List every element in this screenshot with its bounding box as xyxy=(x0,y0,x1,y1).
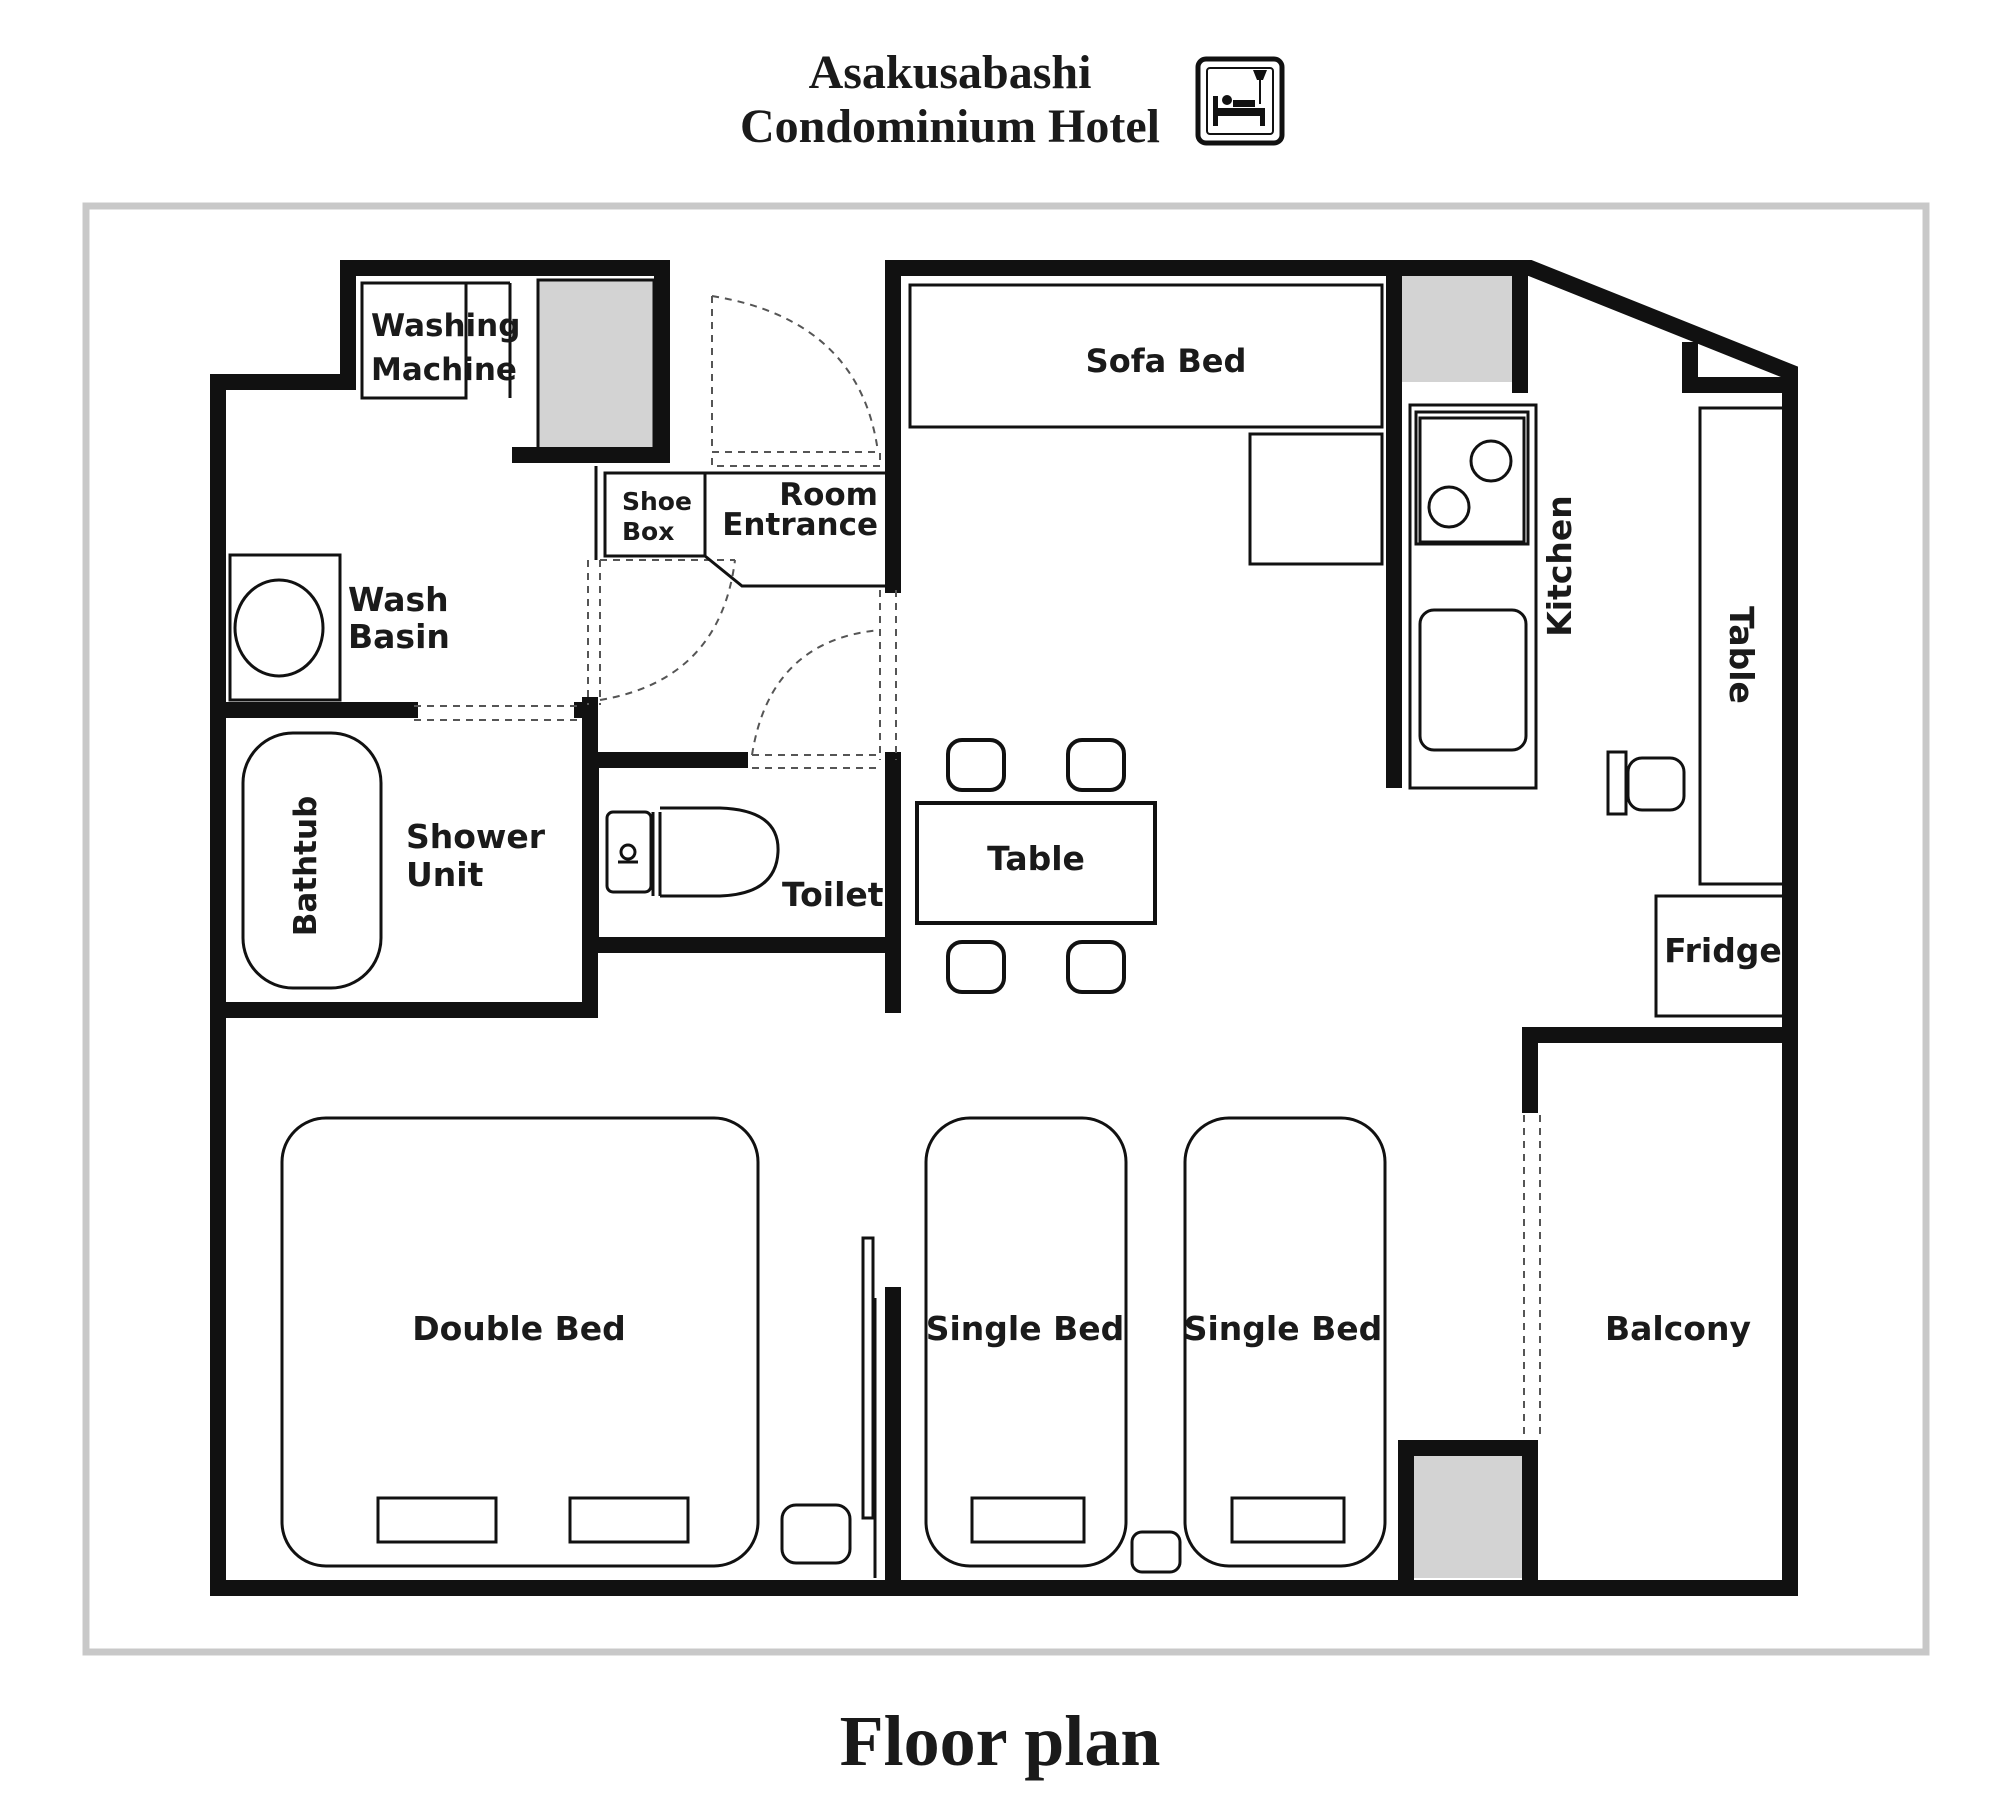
label-wash-basin-2: Basin xyxy=(348,617,450,656)
label-fridge: Fridge xyxy=(1664,931,1782,970)
label-shoe-box-1: Shoe xyxy=(622,487,692,516)
single-bed-2 xyxy=(1183,1116,1387,1568)
label-washing-machine-1: Washing xyxy=(371,308,520,344)
sliding-door-panel xyxy=(861,1236,875,1520)
door-swings xyxy=(414,295,1541,1440)
label-table-right: Table xyxy=(1722,606,1761,704)
double-bed xyxy=(280,1116,760,1568)
label-wash-basin-1: Wash xyxy=(348,580,449,619)
label-single-bed-1: Single Bed xyxy=(926,1309,1125,1348)
label-sofa-bed: Sofa Bed xyxy=(1086,342,1247,380)
label-shower-unit-1: Shower xyxy=(406,817,546,856)
single-bed-1 xyxy=(924,1116,1128,1568)
dining-chairs xyxy=(946,738,1126,994)
label-room-entrance-1: Room xyxy=(779,477,878,513)
walls xyxy=(210,260,1798,1596)
washing-machine xyxy=(360,281,468,400)
nightstand-1 xyxy=(780,1503,852,1565)
label-shower-unit-2: Unit xyxy=(406,855,484,894)
kitchen-counter xyxy=(1408,403,1538,790)
table-right xyxy=(1698,406,1788,886)
label-balcony: Balcony xyxy=(1605,1309,1751,1348)
bathtub xyxy=(241,731,383,990)
wash-basin xyxy=(228,553,342,702)
nightstand-2 xyxy=(1130,1530,1182,1574)
label-shoe-box-2: Box xyxy=(622,517,674,546)
stool-right xyxy=(1626,756,1686,812)
pillar-top-left xyxy=(536,278,656,452)
hotel-bed-icon xyxy=(1195,56,1285,146)
hotel-title: Asakusabashi Condominium Hotel xyxy=(720,46,1180,154)
shoe-box xyxy=(603,471,707,558)
label-table-center: Table xyxy=(987,839,1085,878)
label-kitchen: Kitchen xyxy=(1540,495,1579,637)
fridge xyxy=(1654,894,1786,1018)
side-cabinet xyxy=(1248,432,1384,566)
label-room-entrance-2: Entrance xyxy=(722,507,878,543)
plan-frame xyxy=(82,202,1930,1656)
table-center xyxy=(915,801,1157,925)
pillar-bottom-right xyxy=(1410,1448,1522,1578)
pillar-top-right xyxy=(1398,276,1522,382)
label-single-bed-2: Single Bed xyxy=(1184,1309,1383,1348)
label-double-bed: Double Bed xyxy=(412,1309,626,1348)
label-toilet: Toilet xyxy=(782,875,884,914)
toilet-fixture xyxy=(605,806,780,898)
hotel-title-line1: Asakusabashi xyxy=(808,46,1092,99)
label-bathtub: Bathtub xyxy=(288,796,324,937)
hotel-title-line2: Condominium Hotel xyxy=(739,100,1161,153)
floor-plan-caption: Floor plan xyxy=(839,1701,1161,1781)
label-washing-machine-2: Machine xyxy=(371,352,517,388)
